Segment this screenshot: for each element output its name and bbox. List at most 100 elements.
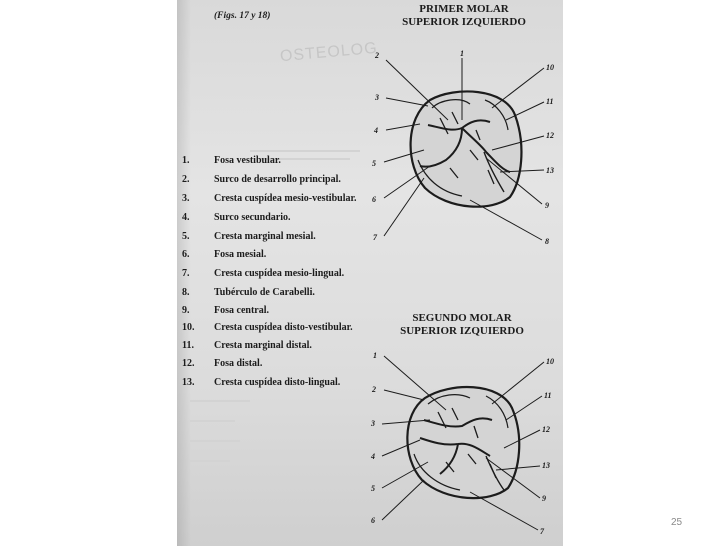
first-molar-label: 13 [546,166,554,175]
second-molar-label: 2 [371,385,376,394]
second-molar-cusp-ridge [427,394,471,405]
legend-number: 11. [182,340,194,351]
second-molar-fissure-marks [437,407,497,479]
first-molar-labels: 1 2 3 4 5 6 7 8 9 10 11 12 13 [372,49,554,246]
legend-text: Fosa mesial. [214,249,267,260]
first-molar-label: 7 [373,233,378,242]
second-molar-label: 11 [544,391,552,400]
second-molar-label: 5 [371,484,375,493]
legend-item: 3. Cresta cuspídea mesio-vestibular. [182,193,357,204]
second-molar-label: 12 [542,425,550,434]
first-molar-drawing: 1 2 3 4 5 6 7 8 9 10 11 12 13 [372,49,554,246]
legend-item: 5. Cresta marginal mesial. [182,231,316,242]
legend-item: 10. Cresta cuspídea disto-vestibular. [182,322,353,333]
legend-item: 11. Cresta marginal distal. [182,340,312,351]
first-molar-groove [419,127,463,168]
second-molar-cusp-ridge [485,395,509,429]
second-molar-leader-lines [381,355,545,531]
legend-item: 7. Cresta cuspídea mesio-lingual. [182,268,344,279]
first-molar-label: 5 [372,159,376,168]
figure-2-title-line-1: SEGUNDO MOLAR [412,312,512,324]
second-molar-cusp-ridge [413,453,461,491]
faint-show-through-line [190,400,250,402]
first-molar-label: 11 [546,97,554,106]
second-molar-label: 13 [542,461,550,470]
legend-item: 8. Tubérculo de Carabelli. [182,287,315,298]
legend-text: Tubérculo de Carabelli. [214,287,315,298]
scanned-textbook-page [177,0,563,546]
legend-text: Fosa distal. [214,358,263,369]
first-molar-groove [461,127,511,173]
legend-text: Fosa vestibular. [214,155,281,166]
faint-show-through-line [190,460,230,462]
second-molar-drawing: 1 2 3 4 5 6 7 9 10 11 12 13 [370,351,554,536]
second-molar-label: 4 [370,452,375,461]
first-molar-cusp-ridge [484,99,509,131]
legend-number: 9. [182,305,190,316]
second-molar-label: 3 [370,419,375,428]
legend-text: Cresta cuspídea disto-lingual. [214,377,341,388]
first-molar-label: 2 [374,51,379,60]
figure-2-title: SEGUNDO MOLAR SUPERIOR IZQUIERDO [398,312,526,338]
legend-text: Fosa central. [214,305,269,316]
first-molar-label: 3 [374,93,379,102]
legend-text: Cresta cuspídea disto-vestibular. [214,322,353,333]
legend-number: 10. [182,322,195,333]
second-molar-labels: 1 2 3 4 5 6 7 9 10 11 12 13 [370,351,554,536]
legend-number: 12. [182,358,195,369]
second-molar-outline [406,385,521,500]
legend-item: 12. Fosa distal. [182,358,262,369]
first-molar-label: 8 [545,237,549,246]
figure-1-title-line-1: PRIMER MOLAR [419,3,509,15]
legend-number: 8. [182,287,190,298]
legend-text: Surco secundario. [214,212,291,223]
second-molar-label: 7 [540,527,545,536]
legend-text: Surco de desarrollo principal. [214,174,341,185]
legend-number: 5. [182,231,190,242]
first-molar-cusp-ridge [417,159,463,197]
legend-number: 3. [182,193,190,204]
slide-number: 25 [671,517,683,528]
first-molar-label: 1 [460,49,464,58]
second-molar-label: 10 [546,357,554,366]
first-molar-label: 10 [546,63,554,72]
legend-number: 2. [182,174,190,185]
second-molar-label: 1 [373,351,377,360]
faint-show-through-line [190,420,235,422]
second-molar-groove [439,443,459,475]
legend-text: Cresta cuspídea mesio-lingual. [214,268,345,279]
legend-text: Cresta cuspídea mesio-vestibular. [214,193,357,204]
first-molar-groove [483,151,505,193]
legend-text: Cresta marginal distal. [214,340,312,351]
first-molar-outline [409,90,523,208]
figure-1-title: PRIMER MOLAR SUPERIOR IZQUIERDO [400,3,528,29]
second-molar-label: 6 [371,516,375,525]
first-molar-label: 9 [545,201,549,210]
faint-show-through-line [260,158,350,160]
figure-2-title-line-2: SUPERIOR IZQUIERDO [400,325,524,337]
first-molar-fissure-marks [439,111,495,185]
first-molar-label: 6 [372,195,376,204]
second-molar-label: 9 [542,494,546,503]
first-molar-leader-lines [383,58,545,241]
legend-item: 9. Fosa central. [182,305,269,316]
legend-item: 13. Cresta cuspídea disto-lingual. [182,377,340,388]
legend-text: Cresta marginal mesial. [214,231,316,242]
legend-number: 4. [182,212,190,223]
legend-item: 6. Fosa mesial. [182,249,266,260]
first-molar-label: 4 [373,126,378,135]
legend-number: 1. [182,155,190,166]
legend-number: 13. [182,377,195,388]
legend-item: 4. Surco secundario. [182,212,291,223]
legend-number: 7. [182,268,190,279]
figure-reference: (Figs. 17 y 18) [214,11,271,21]
figure-1-title-line-2: SUPERIOR IZQUIERDO [402,16,526,28]
faint-show-through-line [250,150,360,152]
faint-show-through-line [190,440,240,442]
first-molar-label: 12 [546,131,554,140]
legend-item: 2. Surco de desarrollo principal. [182,174,341,185]
legend-number: 6. [182,249,190,260]
second-molar-groove [423,417,493,428]
